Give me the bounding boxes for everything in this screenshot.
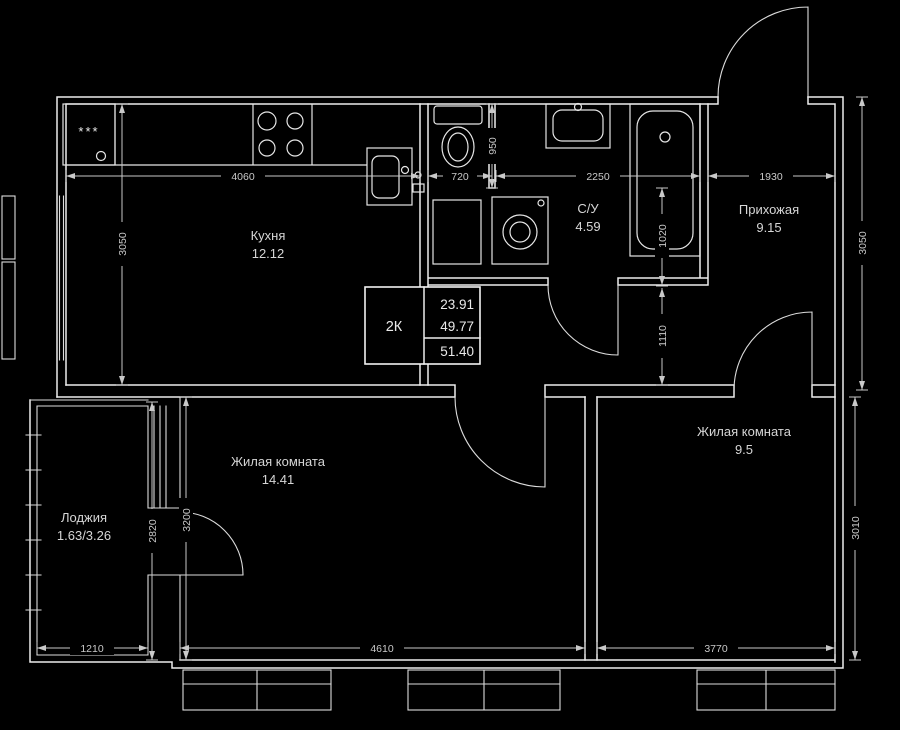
svg-text:9.15: 9.15 <box>756 220 781 235</box>
svg-text:1210: 1210 <box>80 643 104 655</box>
svg-text:1930: 1930 <box>759 171 783 183</box>
bottom-windows <box>182 669 836 711</box>
dim-living1-height: 3200 <box>179 397 193 660</box>
room-label-living2: Жилая комната 9.5 <box>697 424 792 457</box>
dim-niche-width: 720 <box>428 169 492 183</box>
kitchen-window <box>1 195 65 361</box>
doors <box>179 6 813 576</box>
fixtures: *** <box>62 102 701 265</box>
svg-text:12.12: 12.12 <box>252 246 285 261</box>
area-value-2: 49.77 <box>440 319 474 334</box>
area-value-3: 51.40 <box>440 344 474 359</box>
svg-text:2820: 2820 <box>147 519 159 543</box>
svg-text:2250: 2250 <box>586 171 610 183</box>
room-label-living1: Жилая комната 14.41 <box>231 454 326 487</box>
bathroom-sink-icon <box>545 102 611 149</box>
svg-text:4.59: 4.59 <box>575 219 600 234</box>
dim-loggia-height: 2820 <box>145 402 159 660</box>
apartment-type: 2К <box>386 319 403 335</box>
dim-hall-width: 1930 <box>708 169 835 183</box>
svg-text:Лоджия: Лоджия <box>61 510 107 525</box>
dimensions: 4060 720 2250 1930 3050 <box>36 96 869 661</box>
svg-text:1020: 1020 <box>657 224 669 248</box>
svg-text:4060: 4060 <box>231 171 255 183</box>
svg-text:3770: 3770 <box>704 643 728 655</box>
room-label-loggia: Лоджия 1.63/3.26 <box>57 510 111 543</box>
loggia-glazing-ticks <box>25 434 42 611</box>
svg-text:3200: 3200 <box>181 508 193 532</box>
stove-icon <box>257 111 304 157</box>
svg-text:1110: 1110 <box>657 325 669 347</box>
living2-door-icon <box>733 311 813 391</box>
svg-text:Кухня: Кухня <box>251 228 286 243</box>
dim-niche-height: 950 <box>485 104 499 188</box>
svg-text:Прихожая: Прихожая <box>739 202 799 217</box>
duct-shaft <box>432 199 482 265</box>
svg-text:950: 950 <box>487 137 499 155</box>
loggia-walls <box>25 396 181 661</box>
svg-text:14.41: 14.41 <box>262 472 295 487</box>
svg-text:***: *** <box>78 124 99 139</box>
dim-right-height: 3050 <box>855 97 869 390</box>
dim-living1-width: 4610 <box>180 641 585 655</box>
svg-text:Жилая комната: Жилая комната <box>697 424 792 439</box>
dim-bath-segment: 1020 <box>655 188 669 285</box>
svg-text:3050: 3050 <box>857 231 869 255</box>
svg-text:3050: 3050 <box>117 232 129 256</box>
svg-text:Жилая комната: Жилая комната <box>231 454 326 469</box>
area-value-1: 23.91 <box>440 297 474 312</box>
apartment-info-box: 2К 23.91 49.77 51.40 <box>364 286 481 365</box>
svg-text:4610: 4610 <box>370 643 394 655</box>
entrance-door-icon <box>717 6 809 98</box>
toilet-icon <box>433 105 483 168</box>
bathroom-door-icon <box>547 284 619 356</box>
room-labels: Кухня 12.12 С/У 4.59 Прихожая 9.15 Жилая… <box>57 201 799 543</box>
svg-text:9.5: 9.5 <box>735 442 753 457</box>
svg-text:С/У: С/У <box>577 201 599 216</box>
dim-living2-height: 3010 <box>848 397 862 660</box>
fridge-icon: *** <box>62 103 116 166</box>
dim-loggia-width: 1210 <box>37 641 148 655</box>
living1-door-icon <box>454 396 546 488</box>
svg-text:720: 720 <box>451 171 469 183</box>
dim-kitchen-width: 4060 <box>66 169 420 183</box>
dim-bathroom-width: 2250 <box>496 169 700 183</box>
washing-machine-icon <box>491 196 549 265</box>
dim-left-height: 3050 <box>115 104 129 385</box>
room-label-bathroom: С/У 4.59 <box>575 201 600 234</box>
svg-text:1.63/3.26: 1.63/3.26 <box>57 528 111 543</box>
room-label-hallway: Прихожая 9.15 <box>739 202 799 235</box>
dim-corridor: 1110 <box>655 288 669 385</box>
svg-text:3010: 3010 <box>850 516 862 540</box>
dim-living2-width: 3770 <box>597 641 835 655</box>
room-label-kitchen: Кухня 12.12 <box>251 228 286 261</box>
kitchen-counter <box>66 104 367 166</box>
